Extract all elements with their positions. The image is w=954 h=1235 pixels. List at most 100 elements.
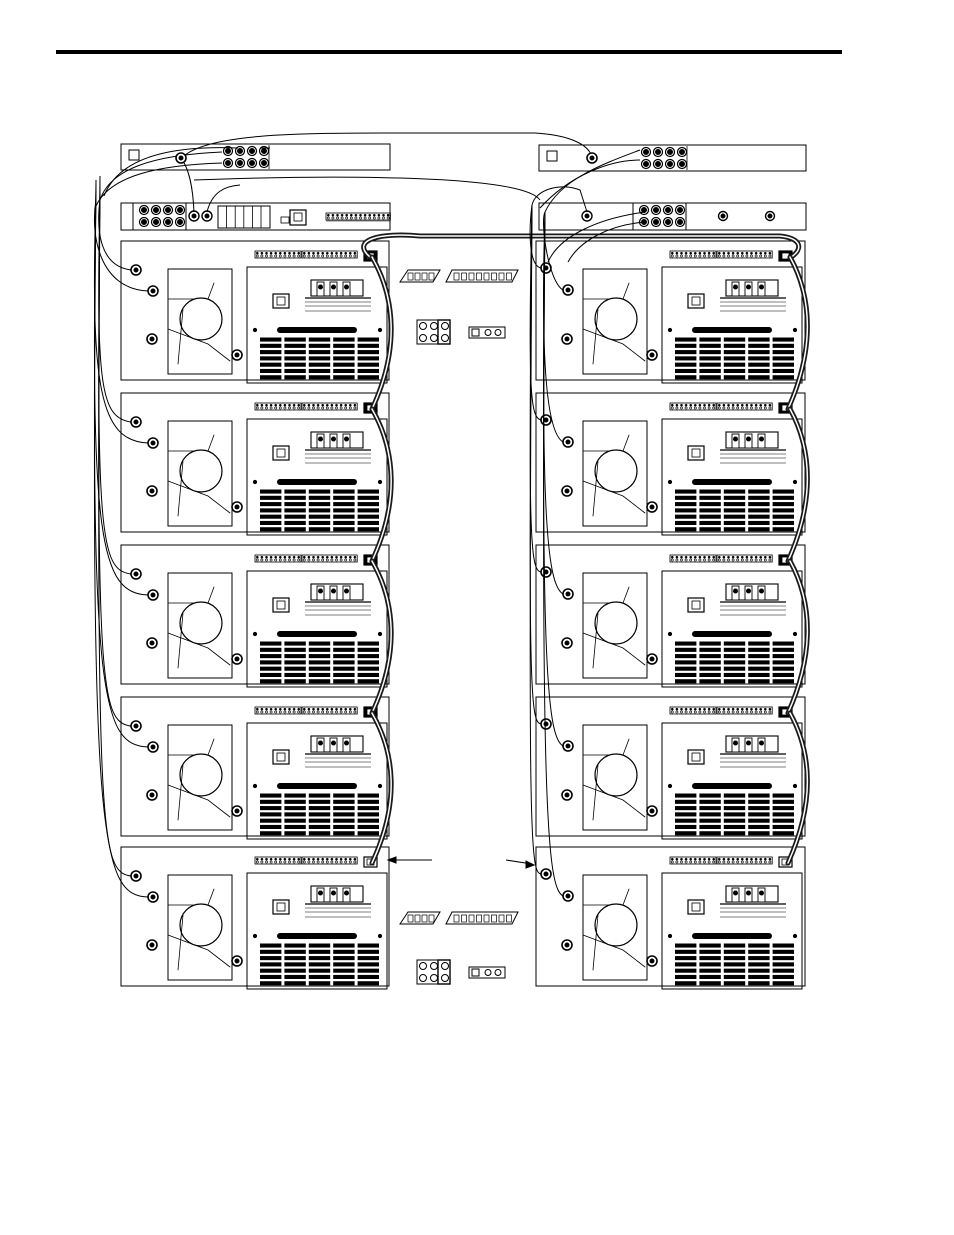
- bnc-connector-icon: [647, 654, 657, 664]
- control-unit-right: [539, 203, 806, 230]
- terminal-strip: [717, 403, 772, 410]
- bnc-connector-icon: [647, 956, 657, 966]
- bnc-connector-icon: [563, 437, 573, 447]
- bnc-connector-icon: [652, 218, 661, 227]
- input-panel: [121, 144, 390, 170]
- power-inlet-icon: [688, 598, 704, 612]
- vent-grille: [675, 490, 794, 532]
- bnc-connector-icon: [140, 206, 149, 215]
- output-terminals: [305, 432, 371, 463]
- bnc-connector-icon: [562, 334, 572, 344]
- vent-grille: [260, 944, 379, 986]
- bnc-connector-icon: [131, 871, 141, 881]
- bnc-connector-icon: [676, 218, 685, 227]
- amplifier-unit: [536, 697, 805, 839]
- bnc-connector-icon: [248, 147, 257, 156]
- terminal-strip: [302, 403, 357, 410]
- vent-grille: [260, 338, 379, 380]
- dip-switch-icon: [400, 270, 518, 282]
- jumper-block-icon: [469, 327, 505, 338]
- bnc-connector-icon: [587, 153, 597, 163]
- amplifier-unit: [121, 393, 389, 535]
- model-label-bar: [692, 783, 772, 789]
- bnc-connector-icon: [232, 654, 242, 664]
- output-terminals: [305, 886, 371, 917]
- terminal-strip: [670, 403, 716, 410]
- power-inlet-icon: [688, 750, 704, 764]
- terminal-strip: [717, 555, 772, 562]
- terminal-strip: [670, 707, 716, 714]
- bnc-connector-icon: [541, 415, 551, 425]
- bnc-connector-icon: [652, 206, 661, 215]
- jumper-block-icon: [417, 960, 450, 984]
- terminal-strip: [255, 251, 301, 258]
- bnc-connector-icon: [147, 790, 157, 800]
- input-panel: [539, 145, 806, 171]
- bnc-connector-icon: [248, 159, 257, 168]
- bnc-connector-icon: [232, 956, 242, 966]
- bnc-connector-icon: [176, 218, 185, 227]
- bnc-connector-icon: [152, 218, 161, 227]
- amplifier-unit: [121, 545, 389, 687]
- vent-grille: [675, 794, 794, 836]
- terminal-strip: [255, 555, 301, 562]
- model-label-bar: [277, 631, 357, 637]
- power-inlet-icon: [688, 900, 704, 914]
- terminal-strip: [670, 857, 716, 864]
- output-terminals: [305, 736, 371, 767]
- vent-grille: [260, 642, 379, 684]
- callout-arrows: [388, 857, 534, 868]
- power-inlet-icon: [273, 750, 289, 764]
- output-terminals: [305, 584, 371, 615]
- amplifier-unit: [121, 847, 389, 989]
- output-terminals: [720, 584, 786, 615]
- power-inlet-icon: [273, 294, 289, 308]
- bnc-connector-icon: [148, 590, 158, 600]
- bnc-connector-icon: [148, 286, 158, 296]
- terminal-strip: [255, 403, 301, 410]
- bnc-connector-icon: [647, 502, 657, 512]
- bnc-connector-icon: [148, 742, 158, 752]
- output-terminals: [720, 432, 786, 463]
- bnc-connector-icon: [563, 589, 573, 599]
- bnc-connector-icon: [148, 892, 158, 902]
- amplifier-unit: [536, 847, 805, 989]
- output-terminals: [720, 280, 786, 311]
- bnc-connector-icon: [232, 806, 242, 816]
- power-inlet-icon: [688, 294, 704, 308]
- output-terminals: [305, 280, 371, 311]
- model-label-bar: [692, 933, 772, 939]
- bnc-connector-icon: [562, 940, 572, 950]
- bnc-connector-icon: [642, 148, 651, 157]
- power-switch-icon: [547, 151, 557, 161]
- bnc-connector-icon: [164, 218, 173, 227]
- power-switch-icon: [129, 150, 139, 160]
- bnc-connector-icon: [131, 417, 141, 427]
- jumper-block-icon: [469, 967, 505, 978]
- model-label-bar: [277, 783, 357, 789]
- model-label-bar: [277, 327, 357, 333]
- terminal-strip: [302, 555, 357, 562]
- bnc-connector-icon: [147, 486, 157, 496]
- bnc-connector-icon: [654, 160, 663, 169]
- terminal-strip: [302, 707, 357, 714]
- terminal-strip: [670, 555, 716, 562]
- vent-grille: [675, 944, 794, 986]
- bnc-connector-icon: [664, 218, 673, 227]
- amplifier-unit: [536, 393, 805, 535]
- terminal-strip: [302, 857, 357, 864]
- bnc-connector-icon: [664, 206, 673, 215]
- vent-grille: [260, 794, 379, 836]
- amplifier-unit: [536, 241, 805, 383]
- power-inlet-icon: [281, 210, 306, 225]
- amplifier-unit: [536, 545, 805, 687]
- model-label-bar: [277, 479, 357, 485]
- bnc-connector-icon: [647, 350, 657, 360]
- amplifier-unit: [121, 241, 389, 383]
- jumper-block-icon: [417, 320, 450, 344]
- control-unit-left: [121, 203, 390, 230]
- bnc-connector-icon: [647, 806, 657, 816]
- bnc-connector-icon: [131, 569, 141, 579]
